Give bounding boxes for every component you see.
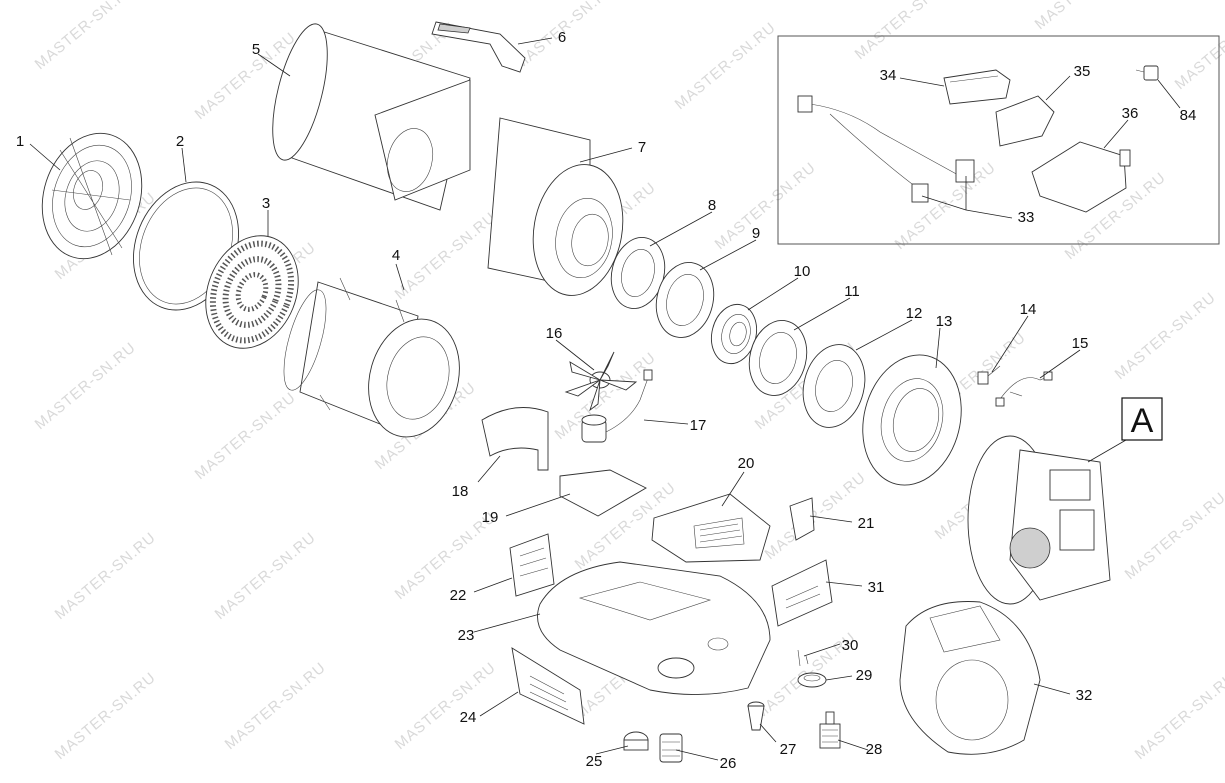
label-15: 15	[1072, 335, 1089, 352]
label-25: 25	[586, 753, 603, 770]
watermark-text: MASTER-SN.RU	[192, 389, 300, 483]
watermark-text: MASTER-SN.RU	[892, 159, 1000, 253]
part-26-fuel-filter	[659, 733, 683, 763]
watermark-text: MASTER-SN.RU	[1112, 289, 1220, 383]
label-2: 2	[176, 133, 184, 150]
watermark-text: MASTER-SN.RU	[762, 469, 870, 563]
watermark-text: MASTER-SN.RU	[52, 529, 160, 623]
label-22: 22	[450, 587, 467, 604]
part-4-combustion-chamber	[283, 277, 460, 438]
label-29: 29	[856, 667, 873, 684]
watermark-text: MASTER-SN.RU	[672, 19, 780, 113]
part-25-fuel-cap	[623, 731, 649, 751]
watermark-text: MASTER-SN.RU	[1032, 0, 1140, 33]
part-A-burner-assembly	[967, 435, 1111, 605]
label-23: 23	[458, 627, 475, 644]
part-14-sensor	[977, 365, 1001, 385]
part-6-handle	[431, 21, 526, 73]
part-84-connector	[1135, 65, 1159, 81]
watermark-text: MASTER-SN.RU	[1122, 489, 1225, 583]
part-24-lower-vent-cover	[511, 647, 585, 725]
part-32-rear-cover	[899, 601, 1041, 755]
label-34: 34	[880, 67, 897, 84]
watermark-text: MASTER-SN.RU	[1172, 0, 1225, 93]
watermark-text: MASTER-SN.RU	[392, 659, 500, 753]
label-19: 19	[482, 509, 499, 526]
part-34-control-unit	[943, 69, 1011, 105]
part-23-fuel-tank	[537, 561, 771, 695]
label-28: 28	[866, 741, 883, 758]
part-3-perforated-plate	[205, 235, 299, 349]
label-11: 11	[844, 283, 860, 300]
part-18-motor-bracket	[481, 407, 549, 471]
part-1-front-grille	[41, 132, 143, 260]
part-11-gasket	[748, 320, 808, 396]
watermark-text: MASTER-SN.RU	[222, 659, 330, 753]
part-5-outer-casing	[272, 23, 471, 211]
part-number-labels: 1 2 3 4 5 6 7 8 9 10 11 12 13 14 15 16 1…	[16, 29, 1197, 772]
label-24: 24	[460, 709, 477, 726]
watermark-text: MASTER-SN.RU	[712, 159, 820, 253]
label-12: 12	[906, 305, 923, 322]
accessory-inset-box	[777, 35, 1220, 245]
watermark-text: MASTER-SN.RU	[32, 0, 140, 73]
callout-box-A	[1121, 397, 1163, 441]
watermark-text: MASTER-SN.RU	[1132, 669, 1225, 763]
label-17: 17	[690, 417, 707, 434]
label-8: 8	[708, 197, 716, 214]
label-16: 16	[546, 325, 563, 342]
part-10-nozzle-holder	[711, 303, 757, 365]
part-33-power-cables	[797, 95, 975, 203]
part-30-pins	[797, 649, 809, 667]
label-7: 7	[638, 139, 646, 156]
label-14: 14	[1020, 301, 1037, 318]
label-10: 10	[794, 263, 811, 280]
label-84: 84	[1180, 107, 1197, 124]
label-32: 32	[1076, 687, 1093, 704]
part-12-plate	[802, 344, 866, 428]
part-13-rear-plate	[862, 354, 962, 486]
watermark-text: MASTER-SN.RU	[212, 529, 320, 623]
part-7-heat-shield	[487, 117, 624, 296]
label-1: 1	[16, 133, 24, 150]
part-29-cap	[797, 672, 827, 688]
label-9: 9	[752, 225, 760, 242]
callout-letter: A	[1131, 402, 1154, 440]
label-30: 30	[842, 637, 859, 654]
label-26: 26	[720, 755, 737, 772]
label-21: 21	[858, 515, 875, 532]
part-22-side-bracket	[509, 533, 555, 597]
label-6: 6	[558, 29, 566, 46]
label-31: 31	[868, 579, 885, 596]
label-33: 33	[1018, 209, 1035, 226]
part-8-gasket	[610, 237, 666, 309]
part-36-thermostat-cover	[1031, 141, 1131, 213]
label-27: 27	[780, 741, 797, 758]
part-35-module	[995, 95, 1055, 147]
label-36: 36	[1122, 105, 1139, 122]
label-35: 35	[1074, 63, 1091, 80]
label-20: 20	[738, 455, 755, 472]
label-3: 3	[262, 195, 270, 212]
label-4: 4	[392, 247, 400, 264]
label-13: 13	[936, 313, 953, 330]
label-18: 18	[452, 483, 469, 500]
watermark-text: MASTER-SN.RU	[32, 339, 140, 433]
part-20-vent-cover	[651, 493, 771, 563]
part-28-oil-filter	[819, 711, 841, 749]
part-9-gasket	[655, 262, 715, 338]
leader-lines	[29, 37, 1181, 761]
part-17-fan-motor	[581, 369, 653, 443]
part-19-mounting-plate	[559, 469, 647, 517]
watermark-text: MASTER-SN.RU	[52, 669, 160, 763]
watermark-text: MASTER-SN.RU	[852, 0, 960, 63]
part-31-side-panel	[771, 559, 833, 627]
label-5: 5	[252, 41, 260, 58]
part-15-wire-harness	[995, 371, 1053, 407]
part-16-fan	[564, 351, 638, 412]
part-21-small-bracket	[789, 497, 815, 541]
watermark-text: MASTER-SN.RU	[392, 209, 500, 303]
